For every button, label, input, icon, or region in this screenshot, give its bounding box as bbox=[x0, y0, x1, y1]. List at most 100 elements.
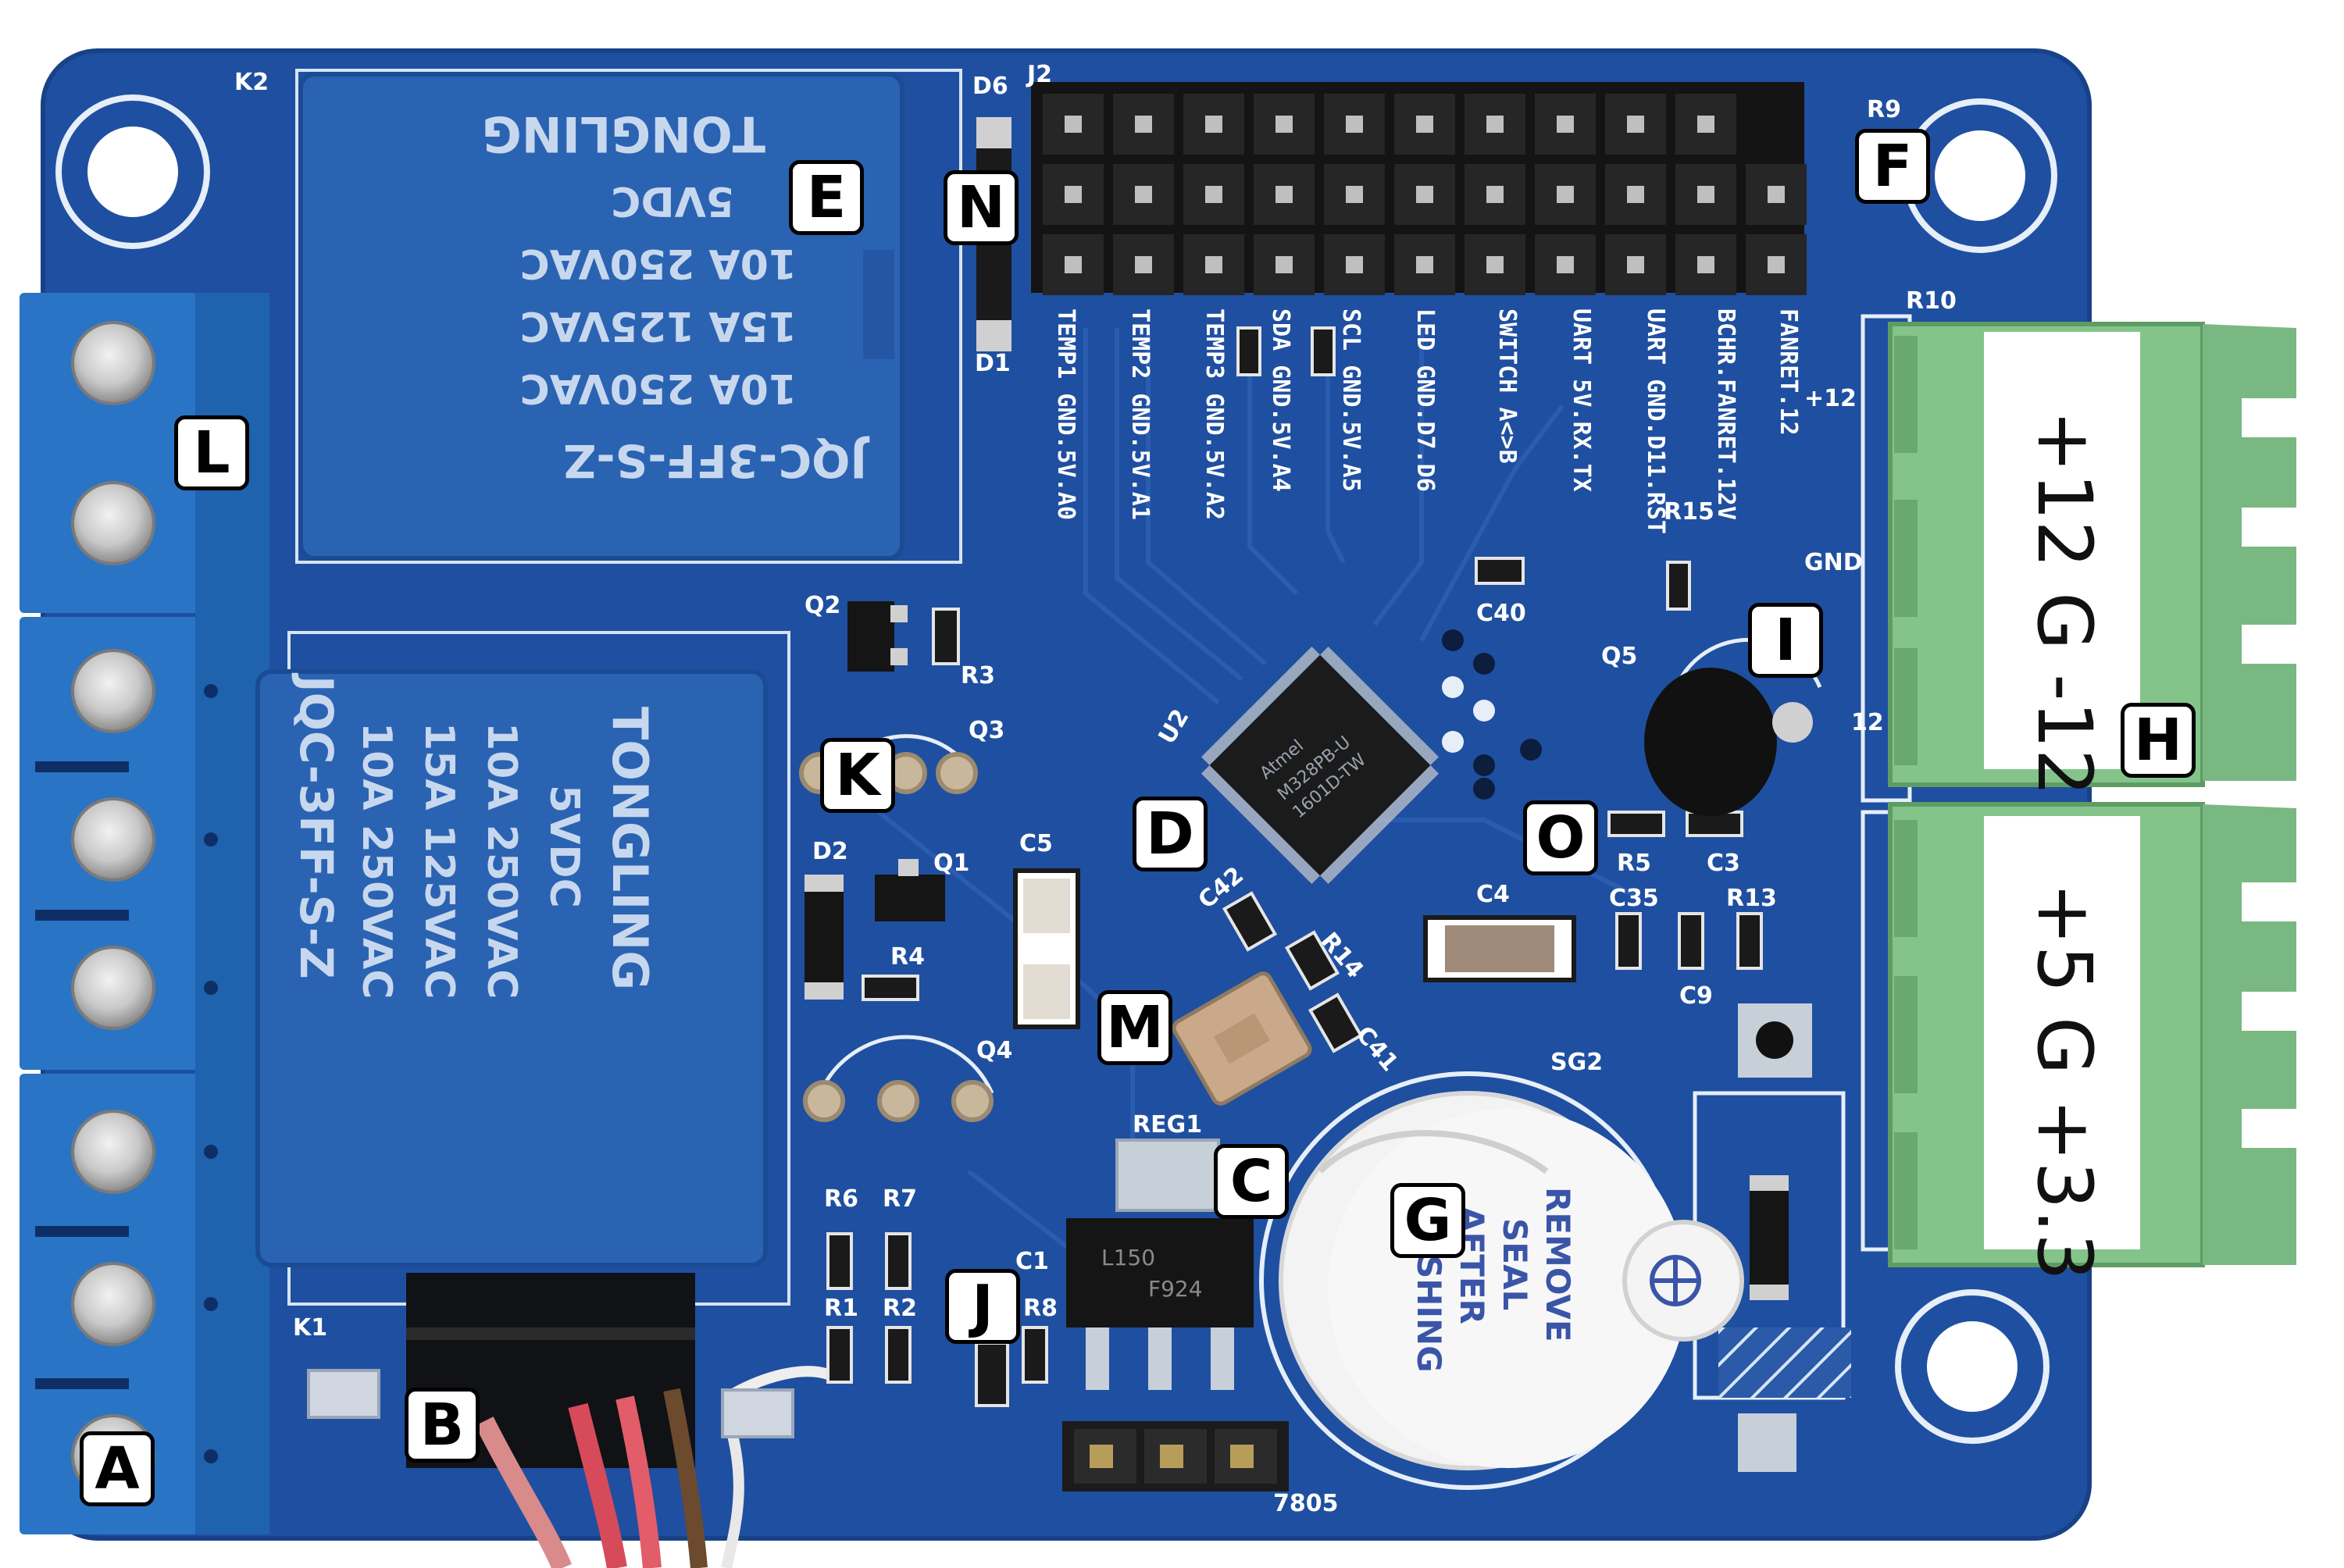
callout-k: K bbox=[820, 738, 895, 813]
pin-header-pin bbox=[1557, 256, 1574, 273]
label-c40: C40 bbox=[1476, 600, 1526, 627]
pin-header-pin bbox=[1627, 116, 1644, 133]
callout-e: E bbox=[789, 160, 864, 235]
transistor-q2 bbox=[847, 601, 908, 672]
label-q3: Q3 bbox=[969, 717, 1004, 744]
label-r15: R15 bbox=[1664, 498, 1714, 526]
crystal-oscillator bbox=[1172, 971, 1312, 1106]
label-r13: R13 bbox=[1726, 885, 1777, 912]
test-pads bbox=[1442, 629, 1542, 800]
pin-header-pin bbox=[1346, 116, 1363, 133]
callout-o: O bbox=[1523, 800, 1598, 875]
callout-h: H bbox=[2121, 703, 2196, 778]
pin-header-pin bbox=[1557, 116, 1574, 133]
label-d6: D6 bbox=[972, 73, 1008, 100]
callout-n: N bbox=[944, 170, 1019, 245]
pin-header-pin bbox=[1416, 186, 1433, 203]
pin-header-pin bbox=[1205, 256, 1222, 273]
label-r10: R10 bbox=[1906, 287, 1957, 315]
pin-header-pin bbox=[1557, 186, 1574, 203]
pin-header-pin bbox=[1275, 186, 1293, 203]
relay-top-model: JQC-3FF-S-Z bbox=[563, 434, 870, 487]
pin-header-pin bbox=[1065, 186, 1082, 203]
label-c9: C9 bbox=[1679, 982, 1713, 1010]
label-c5: C5 bbox=[1019, 830, 1053, 857]
header-7805 bbox=[1062, 1421, 1289, 1491]
pin-header-pin bbox=[1065, 256, 1082, 273]
header-label: LED GND.D7.D6 bbox=[1411, 308, 1439, 492]
label-r8: R8 bbox=[1023, 1295, 1058, 1322]
transistor-q1 bbox=[875, 859, 945, 921]
callout-a: A bbox=[80, 1431, 155, 1506]
buzzer-sg2: REMOVE SEAL AFTER WASHING bbox=[1259, 1071, 1744, 1490]
relay-top-rating-3: 10A 250VAC bbox=[520, 240, 797, 287]
relay-bottom-rating-1: 10A 250VAC bbox=[478, 722, 525, 999]
label-k2: K2 bbox=[234, 69, 269, 96]
label-k1: K1 bbox=[293, 1314, 327, 1342]
header-label: SCL GND.5V.A5 bbox=[1337, 308, 1365, 492]
relay-top-brand: TONGLING bbox=[482, 105, 765, 162]
pin-header-pin bbox=[1065, 116, 1082, 133]
relay-top: JQC-3FF-S-Z 10A 250VAC 15A 125VAC 10A 25… bbox=[295, 69, 962, 564]
diode-d2 bbox=[805, 875, 844, 1000]
label-d1: D1 bbox=[975, 350, 1011, 377]
buzzer-text-1: REMOVE bbox=[1539, 1187, 1577, 1342]
callout-i: I bbox=[1748, 603, 1823, 678]
label-12: 12 bbox=[1851, 709, 1884, 736]
pin-header-pin bbox=[1135, 186, 1152, 203]
reg-marking-2: F924 bbox=[1148, 1276, 1203, 1302]
label-reg1: REG1 bbox=[1133, 1111, 1202, 1139]
pin-header-pin bbox=[1627, 186, 1644, 203]
pin-header-pin bbox=[1346, 256, 1363, 273]
pin-header-pin bbox=[1697, 256, 1714, 273]
label-c35: C35 bbox=[1609, 885, 1659, 912]
label-q5: Q5 bbox=[1601, 643, 1637, 670]
relay-bottom-voltage: 5VDC bbox=[541, 785, 587, 908]
terminal-block-right-top: +12 G -12 bbox=[1861, 314, 2296, 803]
relay-bottom-brand: TONGLING bbox=[601, 707, 658, 990]
pin-header-pin bbox=[1486, 256, 1504, 273]
pin-header-pin bbox=[1697, 186, 1714, 203]
relay-top-voltage: 5VDC bbox=[611, 177, 734, 224]
relay-top-rating-2: 15A 125VAC bbox=[520, 302, 797, 349]
smd-components bbox=[826, 326, 1763, 1407]
label-r9: R9 bbox=[1867, 96, 1901, 123]
terminal-bottom-label: +5 G +3.3 bbox=[2021, 882, 2108, 1281]
terminal-block-right-bottom: +5 G +3.3 bbox=[1861, 802, 2296, 1281]
callout-g: G bbox=[1390, 1183, 1465, 1258]
pin-header-pin bbox=[1627, 256, 1644, 273]
label-r1: R1 bbox=[824, 1295, 858, 1322]
label-sg2: SG2 bbox=[1550, 1049, 1603, 1076]
relay-bottom: TONGLING 5VDC 10A 250VAC 15A 125VAC 10A … bbox=[255, 631, 790, 1306]
pin-header-pin bbox=[1135, 256, 1152, 273]
callout-l: L bbox=[174, 415, 249, 490]
callout-m: M bbox=[1097, 990, 1172, 1065]
header-label: SDA GND.5V.A4 bbox=[1267, 308, 1294, 492]
pin-header-j2 bbox=[1031, 82, 1807, 295]
label-r3: R3 bbox=[961, 662, 995, 690]
callout-d: D bbox=[1133, 796, 1208, 871]
tactile-switch bbox=[1738, 1003, 1812, 1078]
header-label: FANRET.12 bbox=[1775, 308, 1802, 436]
label-r4: R4 bbox=[890, 943, 925, 971]
header-label: TEMP2 GND.5V.A1 bbox=[1126, 308, 1154, 520]
pin-header-pin bbox=[1135, 116, 1152, 133]
label-q2: Q2 bbox=[805, 592, 840, 619]
label-r5: R5 bbox=[1617, 850, 1651, 877]
label-gnd: GND bbox=[1804, 549, 1863, 576]
mounting-hole-bottom-right bbox=[1895, 1289, 2050, 1444]
header-label: TEMP1 GND.5V.A0 bbox=[1052, 308, 1079, 520]
callout-f: F bbox=[1855, 129, 1930, 204]
microcontroller-u2 bbox=[1201, 646, 1440, 885]
relay-bottom-rating-2: 15A 125VAC bbox=[416, 722, 462, 999]
header-label: SWITCH A<>B bbox=[1493, 308, 1521, 464]
label-d2: D2 bbox=[812, 838, 848, 865]
header-label: UART 5V.RX.TX bbox=[1568, 308, 1595, 492]
pin-header-pin bbox=[1416, 256, 1433, 273]
label-r6: R6 bbox=[824, 1185, 858, 1213]
label-r7: R7 bbox=[883, 1185, 917, 1213]
label-q1: Q1 bbox=[933, 850, 969, 877]
